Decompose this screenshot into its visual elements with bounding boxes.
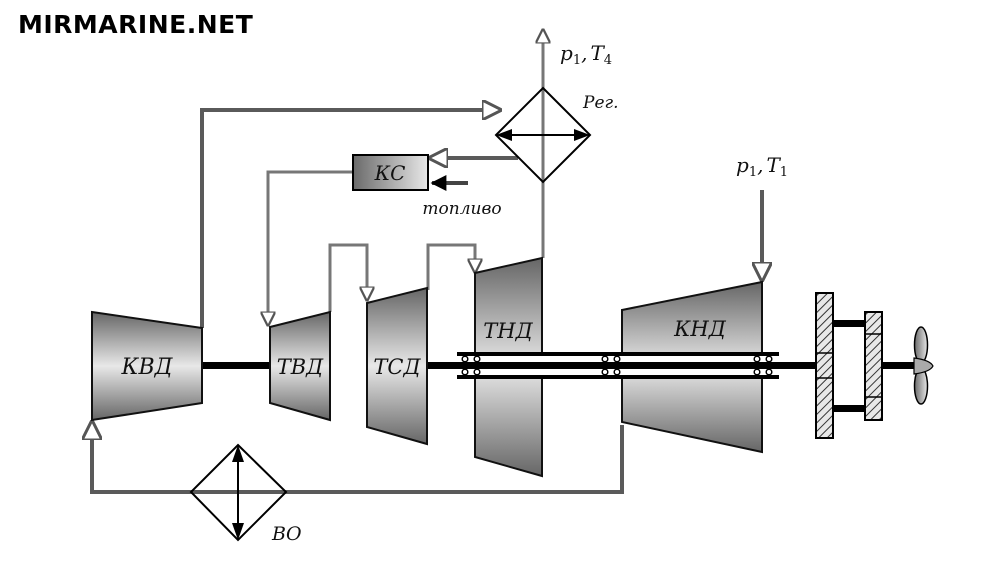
hp-shaft [200, 362, 272, 369]
large-gear [815, 292, 834, 439]
pipe-tvd-to-tsd [328, 243, 367, 312]
gear-bar-bottom [833, 405, 868, 412]
bearing-left [461, 355, 481, 376]
knd-label: КНД [673, 317, 727, 341]
regenerator[interactable]: Рег. [494, 86, 619, 184]
tsd-turbine[interactable]: ТСД [366, 286, 428, 446]
bearings [461, 355, 773, 376]
ks-combustion-chamber[interactable]: КС [352, 154, 429, 191]
intercooler-vo[interactable]: ВО [189, 443, 302, 545]
output-shaft [880, 362, 920, 369]
bearing-middle [601, 355, 621, 376]
tvd-turbine[interactable]: ТВД [269, 310, 331, 422]
tvd-label: ТВД [277, 355, 324, 379]
pipe-kvd-to-reg [200, 110, 500, 328]
gear-bar-top [833, 320, 868, 327]
bearing-right [753, 355, 773, 376]
tsd-label: ТСД [373, 355, 421, 379]
reg-label: Рег. [582, 93, 619, 113]
reduction-gearbox[interactable] [815, 292, 883, 439]
small-gear [864, 311, 883, 421]
ks-label: КС [374, 161, 406, 185]
exhaust-flow-label: p1,T4 [560, 41, 612, 68]
fuel-label: топливо [422, 199, 501, 219]
vo-label: ВО [271, 523, 302, 545]
kvd-label: КВД [120, 355, 173, 380]
watermark: MIRMARINE.NET [18, 10, 254, 39]
pipes [92, 30, 762, 494]
pipe-ks-to-tvd [268, 170, 352, 325]
shaft-sleeves-overlay [440, 352, 820, 379]
propeller-icon [913, 326, 934, 405]
pipe-tsd-to-tnd [426, 243, 475, 290]
pipe-knd-to-vo-to-kvd [92, 422, 624, 494]
inlet-flow-label: p1,T1 [736, 153, 788, 180]
tnd-label: ТНД [483, 319, 533, 343]
kvd-compressor[interactable]: КВД [91, 310, 203, 422]
